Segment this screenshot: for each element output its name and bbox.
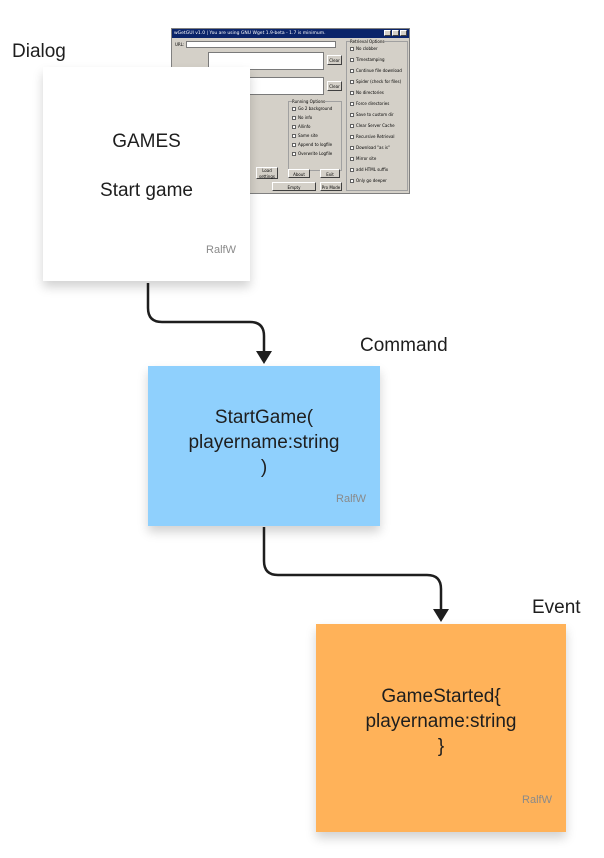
- retrieval-options-label: Retrieval Options: [350, 39, 385, 44]
- running-options-label: Running Options: [292, 99, 326, 104]
- option-checkbox: [350, 102, 354, 106]
- option-label: Append to logfile: [298, 142, 333, 147]
- option-checkbox: [350, 168, 354, 172]
- command-text: StartGame( playername:string ): [148, 405, 380, 480]
- option-checkbox: [350, 124, 354, 128]
- option-label: add HTML suffix: [356, 167, 389, 172]
- option-label: Allinfo: [298, 124, 311, 129]
- option-checkbox: [292, 143, 296, 147]
- dialog-section-label: Dialog: [12, 41, 66, 62]
- option-label: Force directories: [356, 101, 390, 106]
- connector-dialog-to-command: [146, 283, 266, 352]
- option-checkbox: [350, 113, 354, 117]
- command-sticky-note: StartGame( playername:string ) RalfW: [148, 366, 380, 526]
- command-line-2: playername:string: [188, 432, 340, 453]
- option-checkbox: [350, 69, 354, 73]
- command-line-1: StartGame(: [214, 407, 314, 428]
- option-label: Only go deeper: [356, 178, 387, 183]
- option-label: Download "as is": [356, 145, 390, 150]
- load-settings-button: Load settings: [256, 167, 278, 179]
- option-checkbox: [292, 107, 296, 111]
- clear-button: Clear: [327, 55, 342, 65]
- files-list: [208, 52, 324, 70]
- event-line-3: }: [437, 736, 445, 757]
- dialog-author: RalfW: [206, 244, 236, 256]
- pro-mode-button: Pro Mode: [320, 182, 342, 191]
- option-label: Recursive Retrieval: [356, 134, 395, 139]
- arrowhead-event-icon: [433, 609, 449, 622]
- option-checkbox: [292, 116, 296, 120]
- window-titlebar: wGetGUI v1.0 | You are using GNU Wget 1.…: [172, 29, 409, 38]
- option-label: Spider (check for files): [356, 79, 402, 84]
- option-checkbox: [350, 146, 354, 150]
- command-author: RalfW: [336, 493, 366, 505]
- event-text: GameStarted{ playername:string }: [316, 684, 566, 759]
- exit-button: Exit: [320, 169, 340, 178]
- maximize-icon: [392, 30, 399, 36]
- close-icon: [400, 30, 407, 36]
- option-checkbox: [350, 58, 354, 62]
- option-label: Same site: [298, 133, 318, 138]
- event-author: RalfW: [522, 794, 552, 806]
- option-label: Overwrite Logfile: [298, 151, 333, 156]
- url-input: [186, 41, 336, 48]
- empty-bat-button: Empty wGetStart.bat: [272, 182, 316, 191]
- option-label: Continue file download: [356, 68, 402, 73]
- url-label: URL:: [175, 42, 185, 47]
- option-label: Mirror site: [356, 156, 377, 161]
- option-checkbox: [292, 134, 296, 138]
- option-checkbox: [350, 135, 354, 139]
- option-label: Clear Server Cache: [356, 123, 395, 128]
- option-label: Timestamping: [356, 57, 385, 62]
- option-checkbox: [292, 125, 296, 129]
- event-sticky-note: GameStarted{ playername:string } RalfW: [316, 624, 566, 832]
- option-label: No info: [298, 115, 313, 120]
- dialog-sticky-note: GAMES Start game RalfW: [43, 67, 250, 281]
- option-checkbox: [350, 80, 354, 84]
- command-section-label: Command: [360, 335, 448, 356]
- command-line-3: ): [260, 457, 268, 478]
- event-line-2: playername:string: [365, 711, 517, 732]
- option-checkbox: [292, 152, 296, 156]
- connector-command-to-event: [262, 527, 443, 610]
- window-title: wGetGUI v1.0 | You are using GNU Wget 1.…: [174, 31, 326, 36]
- dialog-title: GAMES: [112, 131, 181, 152]
- about-button: About: [288, 169, 310, 178]
- option-checkbox: [350, 91, 354, 95]
- option-checkbox: [350, 179, 354, 183]
- option-label: Save to custom dir: [356, 112, 394, 117]
- minimize-icon: [384, 30, 391, 36]
- arrowhead-command-icon: [256, 351, 272, 364]
- option-checkbox: [350, 157, 354, 161]
- option-label: Go 2 background: [298, 106, 333, 111]
- option-checkbox: [350, 47, 354, 51]
- event-line-1: GameStarted{: [381, 686, 501, 707]
- option-label: No clobber: [356, 46, 378, 51]
- dialog-action: Start game: [100, 180, 193, 201]
- clear-button-2: Clear: [327, 81, 342, 91]
- option-label: No directories: [356, 90, 384, 95]
- event-section-label: Event: [532, 597, 581, 618]
